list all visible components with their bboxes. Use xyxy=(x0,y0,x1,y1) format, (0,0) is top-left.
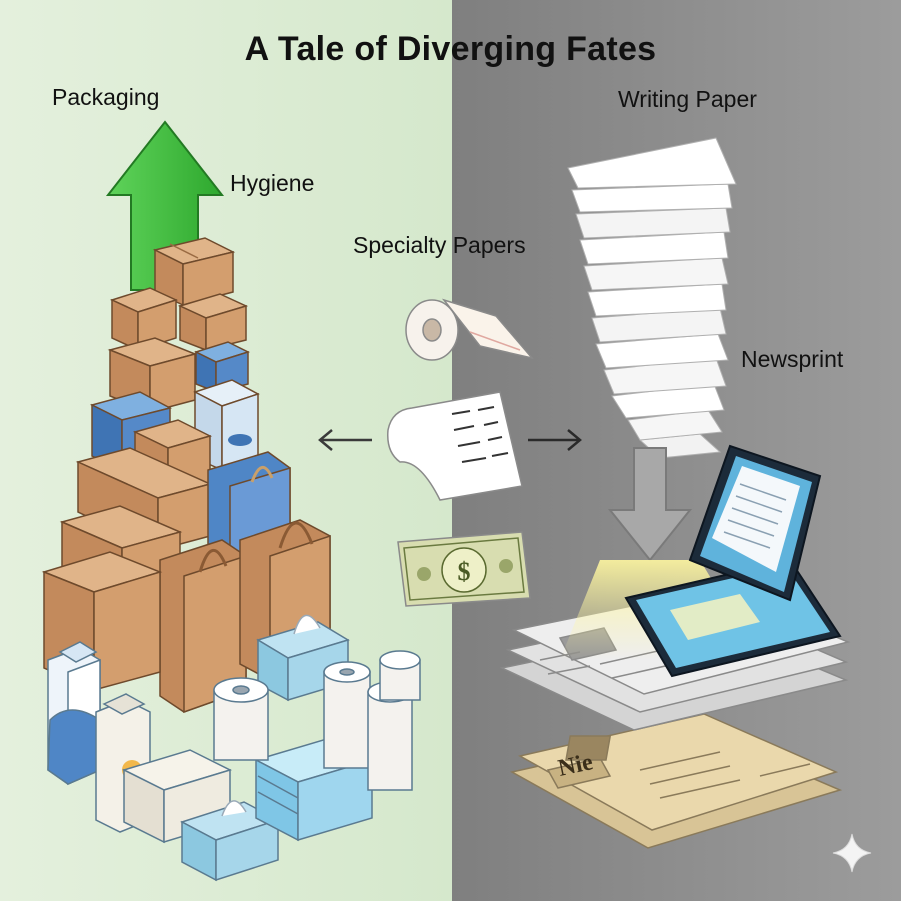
left-arrow-icon xyxy=(318,429,372,451)
paper-towel-roll xyxy=(379,650,421,701)
decline-arrow-icon xyxy=(607,447,693,562)
cardboard-box xyxy=(177,293,249,352)
sparkle-icon xyxy=(832,833,872,873)
label-specialty-papers: Specialty Papers xyxy=(353,232,526,258)
label-roll xyxy=(405,298,535,361)
milk-carton xyxy=(47,641,101,786)
tissue-box-blue xyxy=(256,614,350,702)
tablet-upright xyxy=(688,444,822,602)
cardboard-box xyxy=(152,237,236,307)
label-packaging: Packaging xyxy=(52,84,160,110)
banknote-symbol: $ xyxy=(458,557,471,586)
receipt xyxy=(387,391,523,501)
page-title: A Tale of Diverging Fates xyxy=(244,30,657,68)
right-arrow-icon xyxy=(528,429,582,451)
old-newspaper xyxy=(509,713,843,849)
hygiene-products xyxy=(47,614,421,882)
paper-towel-roll xyxy=(323,661,371,769)
label-writing-paper: Writing Paper xyxy=(618,86,757,112)
box-pile xyxy=(41,237,331,714)
cardboard-box xyxy=(109,287,179,352)
label-hygiene: Hygiene xyxy=(230,170,315,196)
tissue-box-blue xyxy=(180,800,280,882)
toilet-roll xyxy=(213,677,269,761)
paper-bag xyxy=(159,539,247,714)
banknote xyxy=(397,531,531,607)
writing-paper-stack xyxy=(567,137,737,459)
specialty-papers xyxy=(387,298,535,607)
label-newsprint: Newsprint xyxy=(741,346,844,372)
